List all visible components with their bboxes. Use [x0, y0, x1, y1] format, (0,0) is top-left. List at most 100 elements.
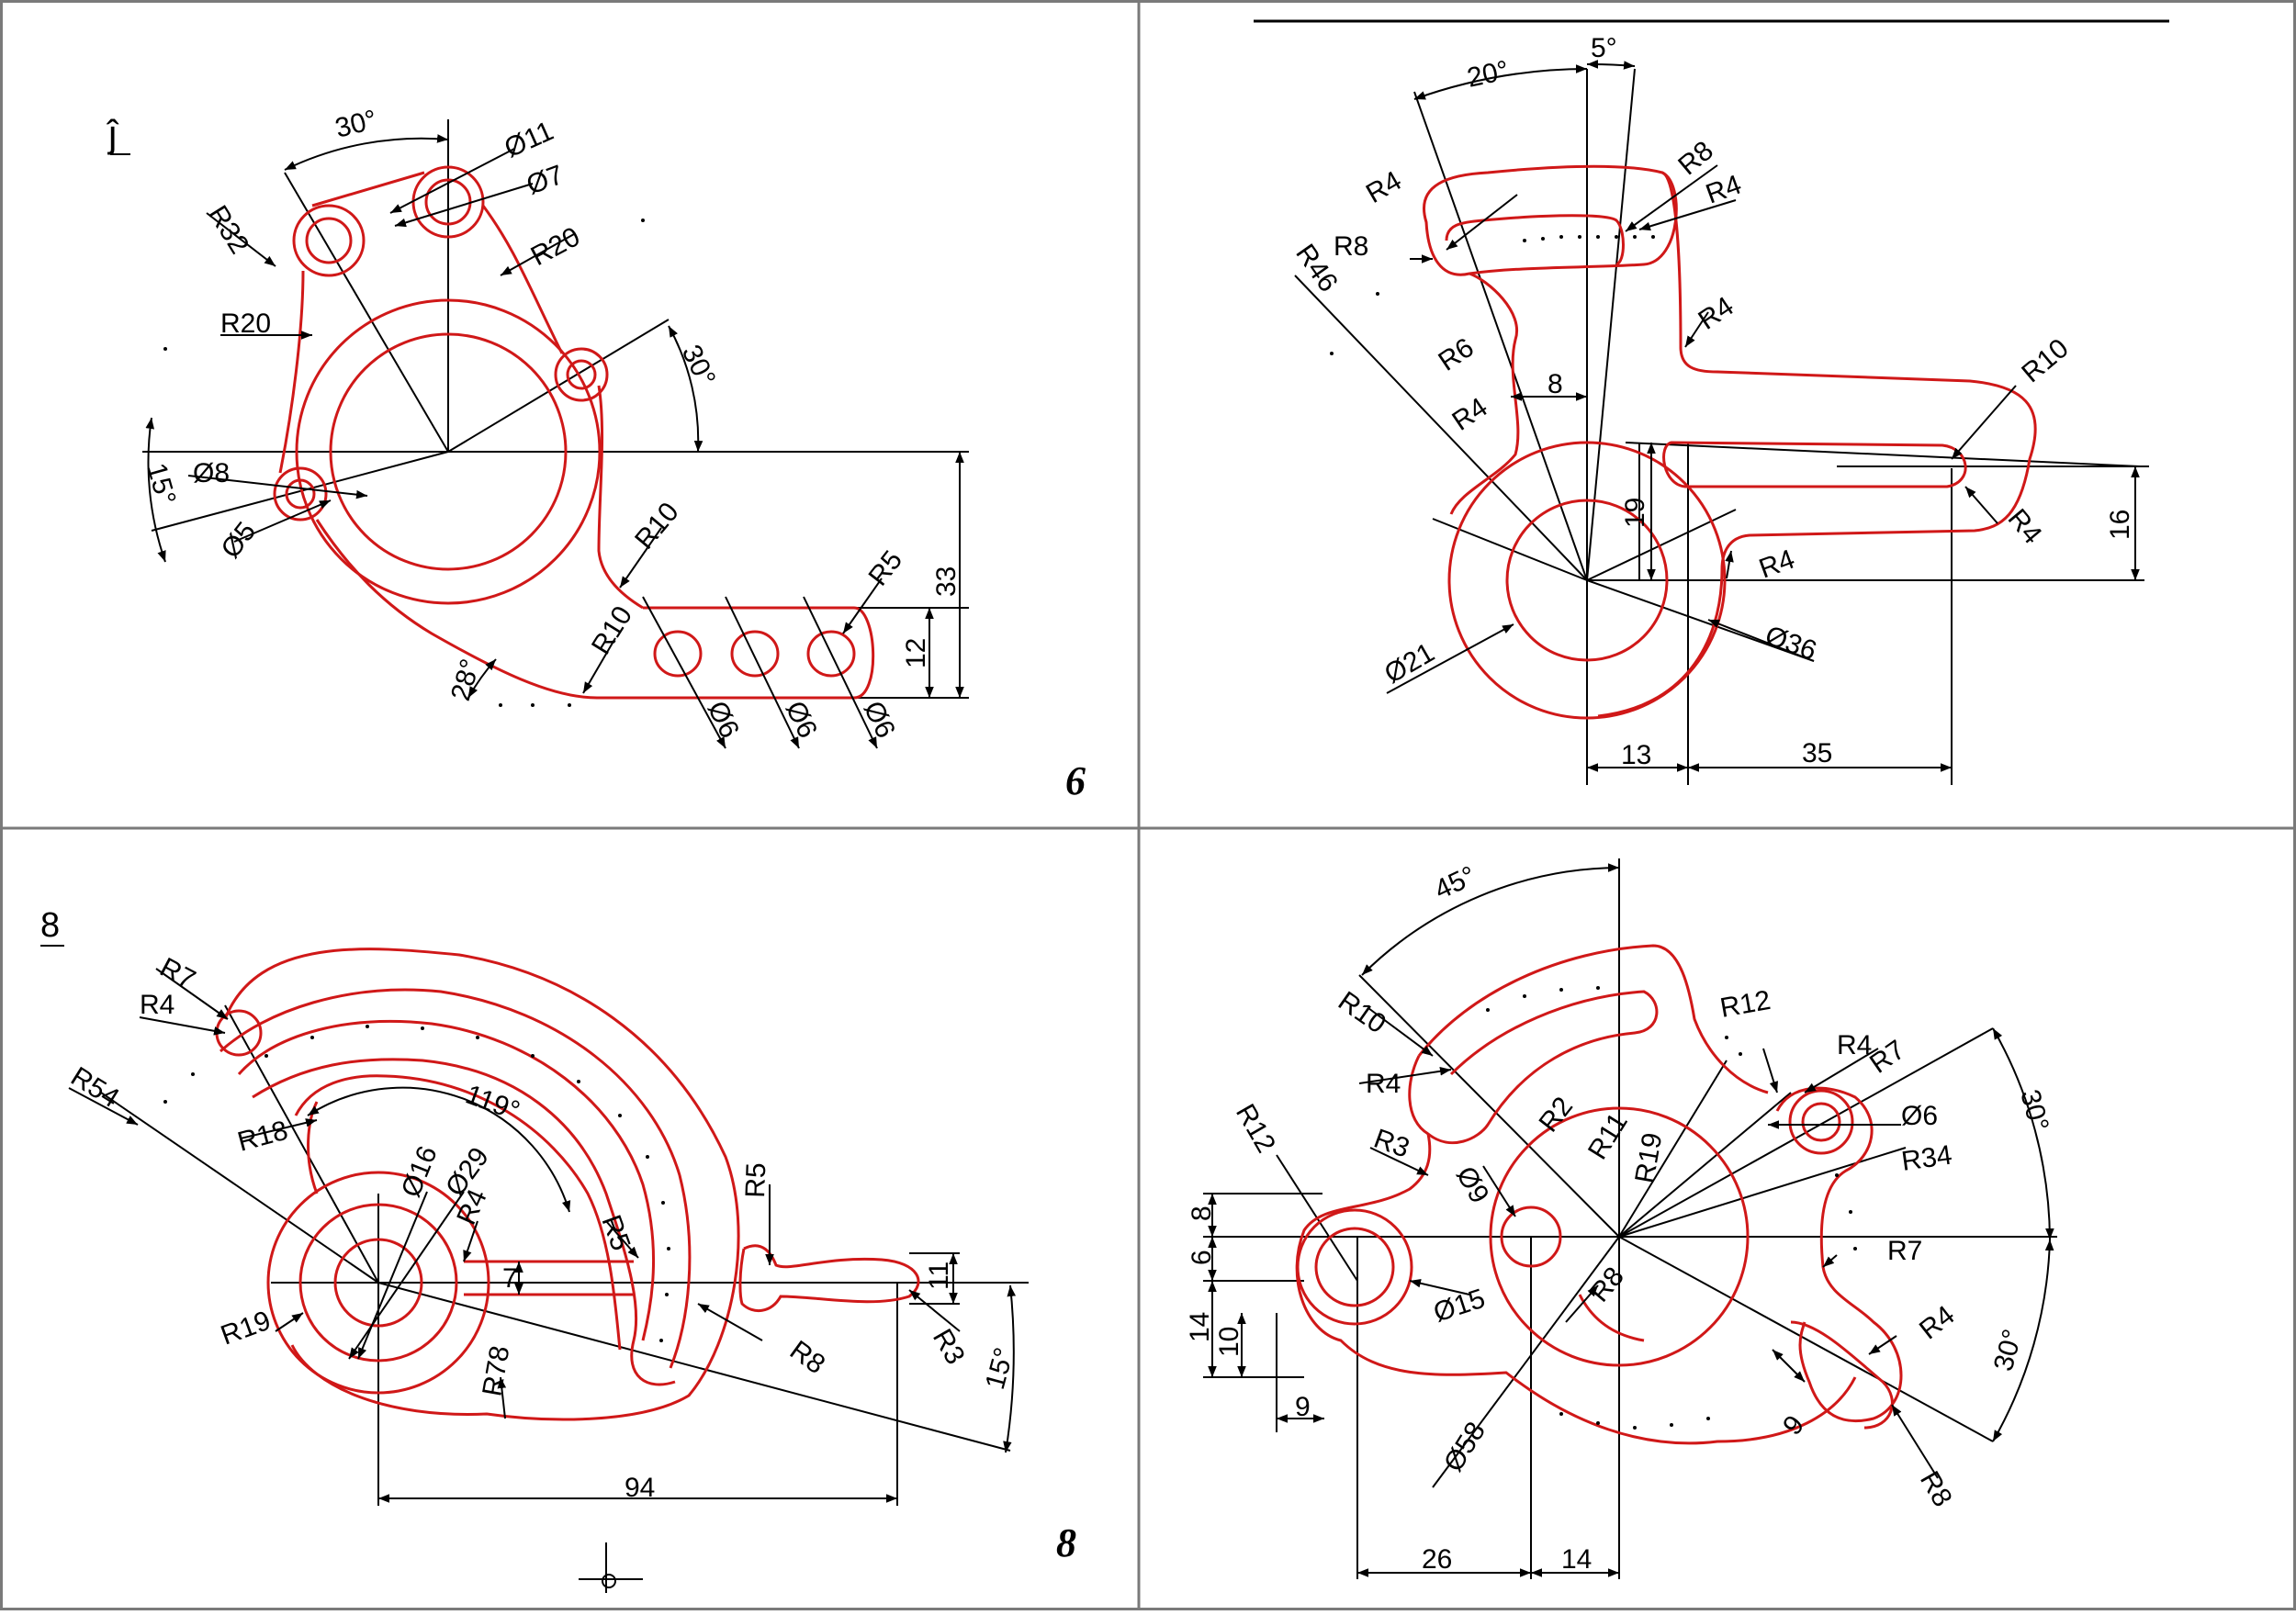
dim-label: 15° — [141, 460, 181, 509]
panel-3: 8 — [40, 906, 1076, 1593]
dim-label: 5° — [1591, 33, 1617, 63]
dim-label: 33 — [931, 566, 962, 597]
dim-label: R6 — [1433, 332, 1479, 377]
dim-label: R8 — [784, 1335, 830, 1380]
dim-label: Ø9 — [1450, 1161, 1495, 1208]
dim-label: R10 — [629, 497, 685, 555]
panel-2-dimensions — [1386, 60, 2140, 772]
panel-2-centerlines — [1294, 68, 2149, 785]
panel-3-origin-mark — [602, 1574, 616, 1588]
dim-label: 28° — [445, 656, 486, 704]
dim-label: R54 — [65, 1061, 124, 1114]
dim-label: Ø15 — [1430, 1284, 1489, 1329]
dim-label: 8 — [1548, 369, 1563, 399]
dim-label: Ø6 — [1901, 1101, 1938, 1131]
panel-4: 45° R12 R10 R4 R4 R7 R2 R11 R19 Ø6 R12 R… — [1185, 858, 2057, 1579]
dim-label: R4 — [1446, 392, 1492, 437]
dim-label: R4 — [1361, 165, 1407, 209]
dim-label: R3 — [927, 1324, 971, 1370]
panel-3-dimensions — [68, 968, 1017, 1453]
dim-label: 26 — [1422, 1544, 1452, 1575]
panel-1-centerlines — [142, 119, 969, 699]
dim-label: R8 — [1334, 231, 1368, 262]
dim-label: R32 — [202, 200, 254, 259]
dim-label: 9 — [1295, 1392, 1311, 1422]
dim-label: R4 — [1702, 169, 1745, 209]
panel-3-number: 8 — [1056, 1520, 1076, 1565]
dim-label: R7 — [1887, 1236, 1922, 1266]
dim-label: 13 — [1621, 740, 1651, 770]
dim-label: Ø16 — [396, 1142, 444, 1202]
dim-label: 20° — [1465, 55, 1512, 94]
panel-2: 20° 5° R8 R4 R4 R8 R46 R4 R6 8 R4 R10 19… — [1254, 19, 2169, 785]
dim-label: R4 — [140, 990, 174, 1020]
dim-label: R19 — [217, 1306, 275, 1351]
dim-label: 30° — [1988, 1326, 2029, 1374]
dim-label: 94 — [625, 1473, 655, 1503]
dim-label: 8 — [1187, 1206, 1217, 1221]
dim-label: R10 — [2016, 333, 2074, 389]
panel-4-centerlines — [1203, 858, 2057, 1579]
dim-label: R3 — [1370, 1124, 1413, 1164]
dim-label: R8 — [1672, 135, 1719, 181]
dim-label: R4 — [1366, 1069, 1401, 1099]
panel-3-outline — [215, 948, 920, 1421]
dim-label: Ø5 — [216, 516, 263, 564]
dim-label: R10 — [586, 601, 638, 660]
dim-label: R5 — [740, 1162, 771, 1198]
dim-label: R8 — [1584, 1262, 1630, 1308]
dim-label: 30° — [2014, 1086, 2054, 1134]
panel-2-outline — [1423, 164, 2037, 720]
dim-label: 6 — [1187, 1250, 1217, 1265]
dim-label: R19 — [1629, 1130, 1668, 1185]
dim-label: Ø6 — [780, 697, 823, 743]
dim-label: R5 — [863, 545, 909, 592]
dim-label: R2 — [1534, 1092, 1580, 1138]
dim-label: 35 — [1802, 738, 1832, 768]
dim-label: 16 — [2105, 510, 2135, 540]
dim-label: R4 — [1693, 291, 1739, 336]
panel-4-outline — [1295, 944, 1903, 1445]
dim-label: Ø6 — [858, 697, 901, 743]
dim-label: R20 — [526, 221, 585, 272]
panel-4-dimensions — [1208, 863, 2054, 1577]
dim-label: Ø8 — [193, 458, 230, 488]
dim-label: 30° — [676, 341, 722, 391]
panel-1-corner-mark: ĵ — [106, 112, 119, 155]
dim-label: R78 — [477, 1343, 515, 1398]
dim-label: 11 — [924, 1262, 954, 1290]
dim-label: R4 — [2002, 503, 2048, 550]
dim-label: R11 — [1582, 1107, 1634, 1164]
dim-label: Ø7 — [523, 160, 568, 201]
dim-label: 7 — [502, 1263, 518, 1294]
panel-1: ĵ — [106, 105, 1086, 803]
dim-label: 14 — [1561, 1544, 1592, 1575]
dim-label: R4 — [1837, 1030, 1872, 1060]
dim-label: R20 — [220, 308, 271, 339]
dim-label: 9 — [1777, 1410, 1810, 1441]
dim-label: 19 — [1620, 498, 1650, 528]
panel-3-corner-mark: 8 — [40, 906, 60, 945]
dim-label: R12 — [1230, 1099, 1281, 1158]
dim-label: R10 — [1333, 986, 1391, 1040]
dim-label: 14 — [1185, 1312, 1215, 1342]
dim-label: R12 — [1717, 985, 1773, 1024]
dim-label: 15° — [980, 1344, 1020, 1392]
dim-label: Ø11 — [500, 116, 557, 163]
dim-label: 12 — [901, 638, 931, 668]
dim-label: R4 — [1755, 544, 1798, 584]
panel-1-dimension-labels: 30° Ø11 Ø7 R32 R20 R20 30° 15° Ø8 Ø5 R10… — [141, 105, 962, 743]
dim-label: 30° — [332, 105, 380, 144]
dim-label: 10 — [1214, 1327, 1244, 1357]
dim-label: Ø6 — [702, 697, 745, 743]
dim-label: R8 — [1914, 1466, 1958, 1512]
panel-1-number: 6 — [1065, 758, 1086, 803]
dim-label: R18 — [234, 1116, 291, 1158]
dim-label: R4 — [1914, 1300, 1961, 1346]
dim-label: R34 — [1899, 1140, 1953, 1177]
panel-1-dimensions — [145, 134, 964, 749]
dim-label: Ø36 — [1761, 621, 1821, 667]
